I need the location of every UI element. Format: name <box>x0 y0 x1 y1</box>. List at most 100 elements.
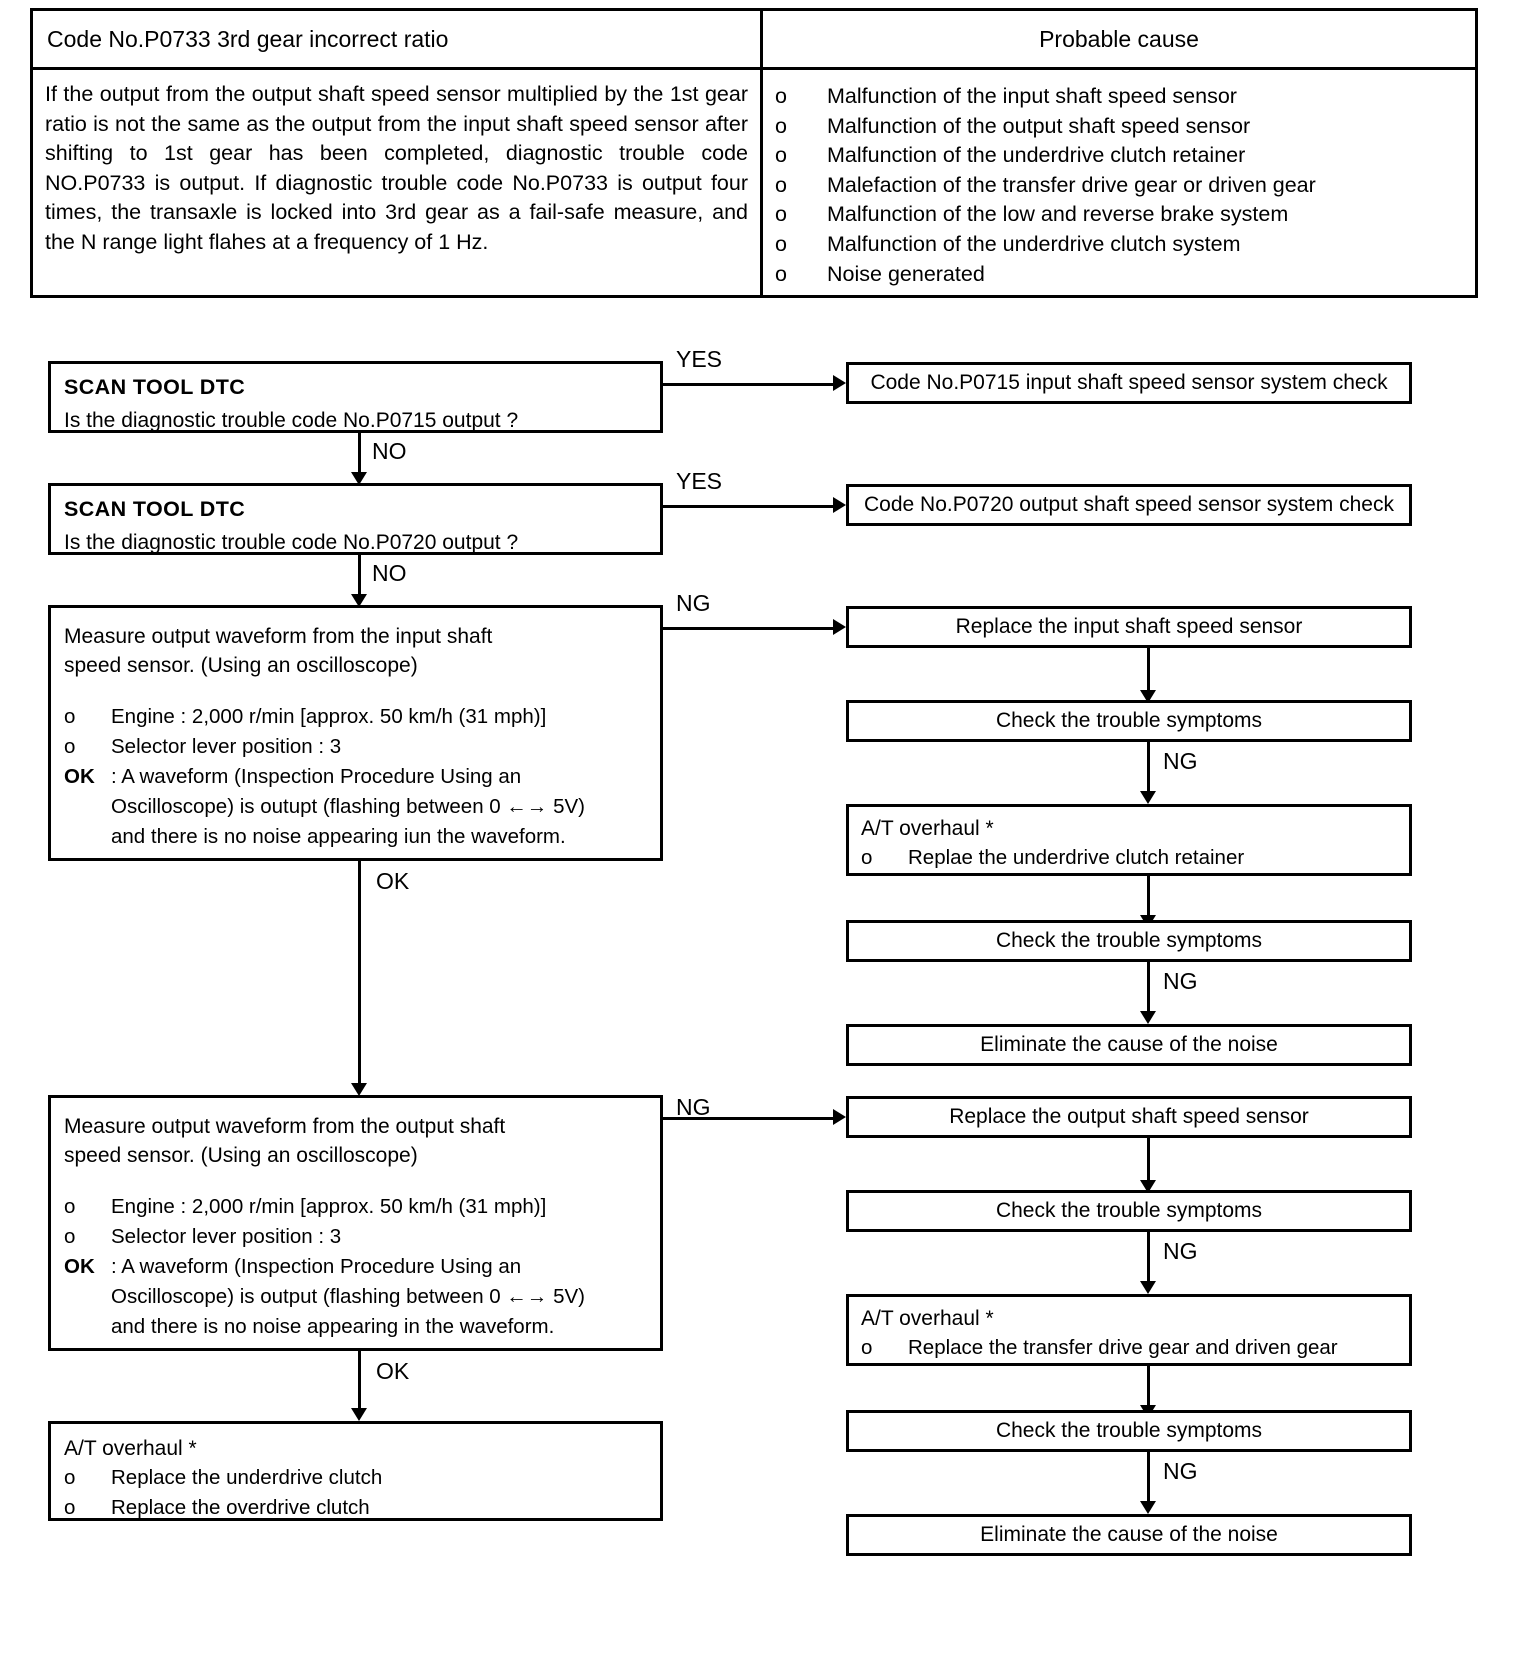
spacer <box>64 680 647 702</box>
branchB-overhaul-item: Replace the transfer drive gear and driv… <box>908 1336 1338 1359</box>
list-item: o Malfunction of the underdrive clutch sy… <box>775 230 1475 260</box>
step4-ng-label: NG <box>676 1094 711 1120</box>
step3-item1: Engine : 2,000 r/min [approx. 50 km/h (3… <box>111 705 547 728</box>
cause-text: Malfunction of the output shaft speed se… <box>827 113 1251 138</box>
bullet-marker: o <box>775 143 787 168</box>
dtc-description: If the output from the output shaft spee… <box>45 82 748 254</box>
branchB-check1-box: Check the trouble symptoms <box>846 1190 1412 1232</box>
step4-line2: speed sensor. (Using an oscilloscope) <box>64 1144 418 1167</box>
branchA-overhaul-title: A/T overhaul * <box>861 817 994 840</box>
step4-ng-arrowhead <box>833 1109 846 1125</box>
table-body-row: If the output from the output shaft spee… <box>33 70 1475 298</box>
branchA-eliminate-text: Eliminate the cause of the noise <box>980 1033 1278 1056</box>
cause-text: Malfunction of the input shaft speed sen… <box>827 84 1237 108</box>
bullet-marker: o <box>861 846 873 869</box>
branchA-check2-box: Check the trouble symptoms <box>846 920 1412 962</box>
list-item: o Malefaction of the transfer drive gear … <box>775 171 1475 201</box>
step4-ok-line <box>358 1351 361 1411</box>
step3-ng-arrowhead <box>833 619 846 635</box>
step2-yes-result-text: Code No.P0720 output shaft speed sensor … <box>864 493 1394 516</box>
step4-ok-text1: : A waveform (Inspection Procedure Using… <box>111 1255 522 1278</box>
branchB-ng1-line <box>1147 1232 1150 1284</box>
cause-text: Malfunction of the underdrive clutch ret… <box>827 143 1246 168</box>
branchB-ng2-line <box>1147 1452 1150 1504</box>
branchA-eliminate-noise-box: Eliminate the cause of the noise <box>846 1024 1412 1066</box>
step3-line1: Measure output waveform from the input s… <box>64 625 493 648</box>
table-header-code: Code No.P0733 3rd gear incorrect ratio <box>33 11 763 67</box>
bullet-marker: o <box>861 1336 873 1359</box>
step4-ok-arrowhead <box>351 1408 367 1421</box>
step3-ok-flow-label: OK <box>376 868 410 894</box>
cause-text: Malfunction of the underdrive clutch sys… <box>827 231 1241 256</box>
step1-title: SCAN TOOL DTC <box>64 375 246 399</box>
branchB-ng1-label: NG <box>1163 1238 1198 1264</box>
step4-measure-output-shaft-box: Measure output waveform from the output … <box>48 1095 663 1351</box>
branchA-ng2-line <box>1147 962 1150 1014</box>
step3-item2: Selector lever position : 3 <box>111 735 342 758</box>
cause-text: Noise generated <box>827 261 985 286</box>
step2-title: SCAN TOOL DTC <box>64 497 246 521</box>
step3-ng-line <box>663 627 838 630</box>
branchB-arrow1 <box>1140 1180 1156 1193</box>
probable-cause-cell: o Malfunction of the input shaft speed se… <box>763 70 1475 298</box>
final-item1: Replace the underdrive clutch <box>111 1466 383 1489</box>
branchB-line2 <box>1147 1366 1150 1408</box>
bullet-marker: o <box>64 1466 76 1489</box>
probable-cause-list: o Malfunction of the input shaft speed se… <box>763 70 1475 289</box>
step3-ok-line2: Oscilloscope) is outupt (flashing betwee… <box>111 795 586 818</box>
step4-ok-line1: OK : A waveform (Inspection Procedure Usi… <box>64 1252 647 1282</box>
final-overhaul-title: A/T overhaul * <box>64 1437 197 1460</box>
branchB-eliminate-noise-box: Eliminate the cause of the noise <box>846 1514 1412 1556</box>
step3-ok-line1: OK : A waveform (Inspection Procedure Usi… <box>64 762 647 792</box>
step3-measure-input-shaft-box: Measure output waveform from the input s… <box>48 605 663 861</box>
branchB-check1-text: Check the trouble symptoms <box>995 1199 1263 1222</box>
branchA-ng1-line <box>1147 742 1150 794</box>
bullet-marker: o <box>775 231 787 256</box>
branchA-check1-box: Check the trouble symptoms <box>846 700 1412 742</box>
branchA-replace-input-sensor-box: Replace the input shaft speed sensor <box>846 606 1412 648</box>
step3-ok-line3: and there is no noise appearing iun the … <box>111 825 566 848</box>
description-cell: If the output from the output shaft spee… <box>33 70 763 298</box>
step1-no-arrowhead <box>351 472 367 485</box>
cause-text: Malfunction of the low and reverse brake… <box>827 202 1289 227</box>
bullet-marker: o <box>775 261 787 286</box>
bullet-marker: o <box>775 172 787 197</box>
step4-ok-line2: Oscilloscope) is output (flashing betwee… <box>111 1285 586 1308</box>
list-item: o Malfunction of the low and reverse brak… <box>775 200 1475 230</box>
branchA-check1-text: Check the trouble symptoms <box>995 709 1263 732</box>
step3-line2: speed sensor. (Using an oscilloscope) <box>64 654 418 677</box>
step2-yes-line <box>663 505 838 508</box>
bullet-marker: o <box>64 1496 76 1519</box>
step4-ng-line <box>663 1117 838 1120</box>
step3-ok-text1: : A waveform (Inspection Procedure Using… <box>111 765 522 788</box>
branchA-replace-text: Replace the input shaft speed sensor <box>955 615 1303 638</box>
branchB-line1 <box>1147 1138 1150 1183</box>
branchA-ng1-label: NG <box>1163 748 1198 774</box>
branchB-eliminate-text: Eliminate the cause of the noise <box>980 1523 1278 1546</box>
branchB-ng2-label: NG <box>1163 1458 1198 1484</box>
step1-scan-tool-dtc-box: SCAN TOOL DTC Is the diagnostic trouble … <box>48 361 663 433</box>
step3-ng-label: NG <box>676 590 711 616</box>
branchB-check2-box: Check the trouble symptoms <box>846 1410 1412 1452</box>
branchB-ng1-arrow <box>1140 1281 1156 1294</box>
ok-marker: OK <box>64 1255 95 1278</box>
ok-marker: OK <box>64 765 95 788</box>
list-item: o Replace the transfer drive gear and dri… <box>861 1333 1397 1363</box>
bullet-marker: o <box>775 202 787 227</box>
bullet-marker: o <box>775 113 787 138</box>
step3-ok-arrowhead <box>351 1083 367 1096</box>
branchB-ng2-arrow <box>1140 1501 1156 1514</box>
cause-text: Malefaction of the transfer drive gear o… <box>827 172 1316 197</box>
step2-no-arrowhead <box>351 594 367 607</box>
step4-ok-line3: and there is no noise appearing in the w… <box>111 1315 555 1338</box>
bullet-marker: o <box>64 735 76 758</box>
step3-ok-line <box>358 861 361 1086</box>
dtc-info-table: Code No.P0733 3rd gear incorrect ratio P… <box>30 8 1478 298</box>
branchA-line2 <box>1147 876 1150 918</box>
